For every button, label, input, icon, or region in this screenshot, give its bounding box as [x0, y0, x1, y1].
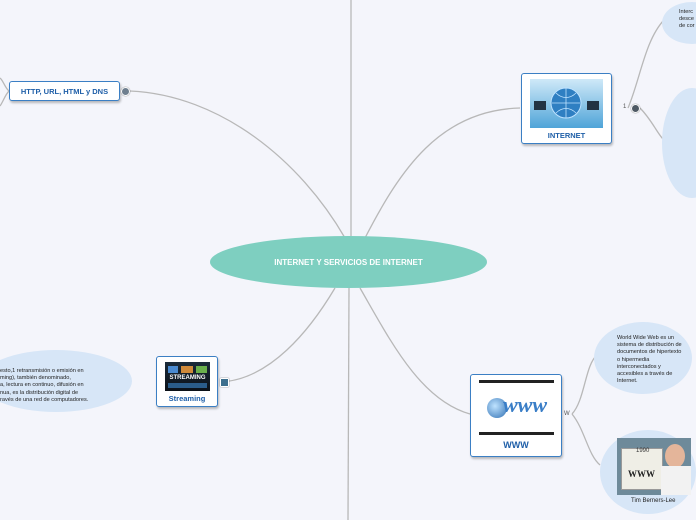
node-streaming-label: Streaming [168, 394, 206, 403]
globe-network-icon [530, 79, 603, 128]
central-topic-label: INTERNET Y SERVICIOS DE INTERNET [274, 257, 423, 267]
node-streaming[interactable]: STREAMING Streaming [156, 356, 218, 407]
www-globe-icon: www [479, 380, 554, 435]
streaming-image-text: STREAMING [169, 375, 206, 381]
node-internet[interactable]: INTERNET [521, 73, 612, 144]
tim-berners-lee-photo: 1990 WWW [617, 438, 691, 495]
node-www[interactable]: www WWW [470, 374, 562, 457]
www-letter-marker: W [564, 411, 570, 417]
tim-caption: Tim Berners-Lee [631, 498, 676, 504]
internet-count: 1 [623, 104, 627, 110]
streaming-screens-icon: STREAMING [165, 362, 210, 391]
note-www-definition: World Wide Web es un sistema de distribu… [617, 335, 682, 385]
streaming-attachment-icon[interactable] [220, 378, 229, 387]
node-http-url-html-dns[interactable]: HTTP, URL, HTML y DNS [9, 81, 120, 101]
tim-sign-text: WWW [628, 469, 655, 479]
cloud-streaming [0, 350, 132, 412]
node-http-label: HTTP, URL, HTML y DNS [20, 87, 109, 96]
internet-attachment-icon[interactable] [631, 104, 640, 113]
www-image-text: www [503, 392, 548, 417]
cloud-www-definition [594, 322, 692, 394]
node-www-label: WWW [503, 440, 529, 450]
tim-sign-year: 1990 [636, 448, 650, 454]
central-topic[interactable]: INTERNET Y SERVICIOS DE INTERNET [210, 236, 487, 288]
note-internet-top: Interc desce de cor [679, 9, 695, 30]
http-attachment-icon[interactable] [121, 87, 130, 96]
note-streaming-definition: esto,1 retransmisión o emisión en ming),… [0, 368, 89, 403]
node-internet-label: INTERNET [547, 131, 586, 140]
